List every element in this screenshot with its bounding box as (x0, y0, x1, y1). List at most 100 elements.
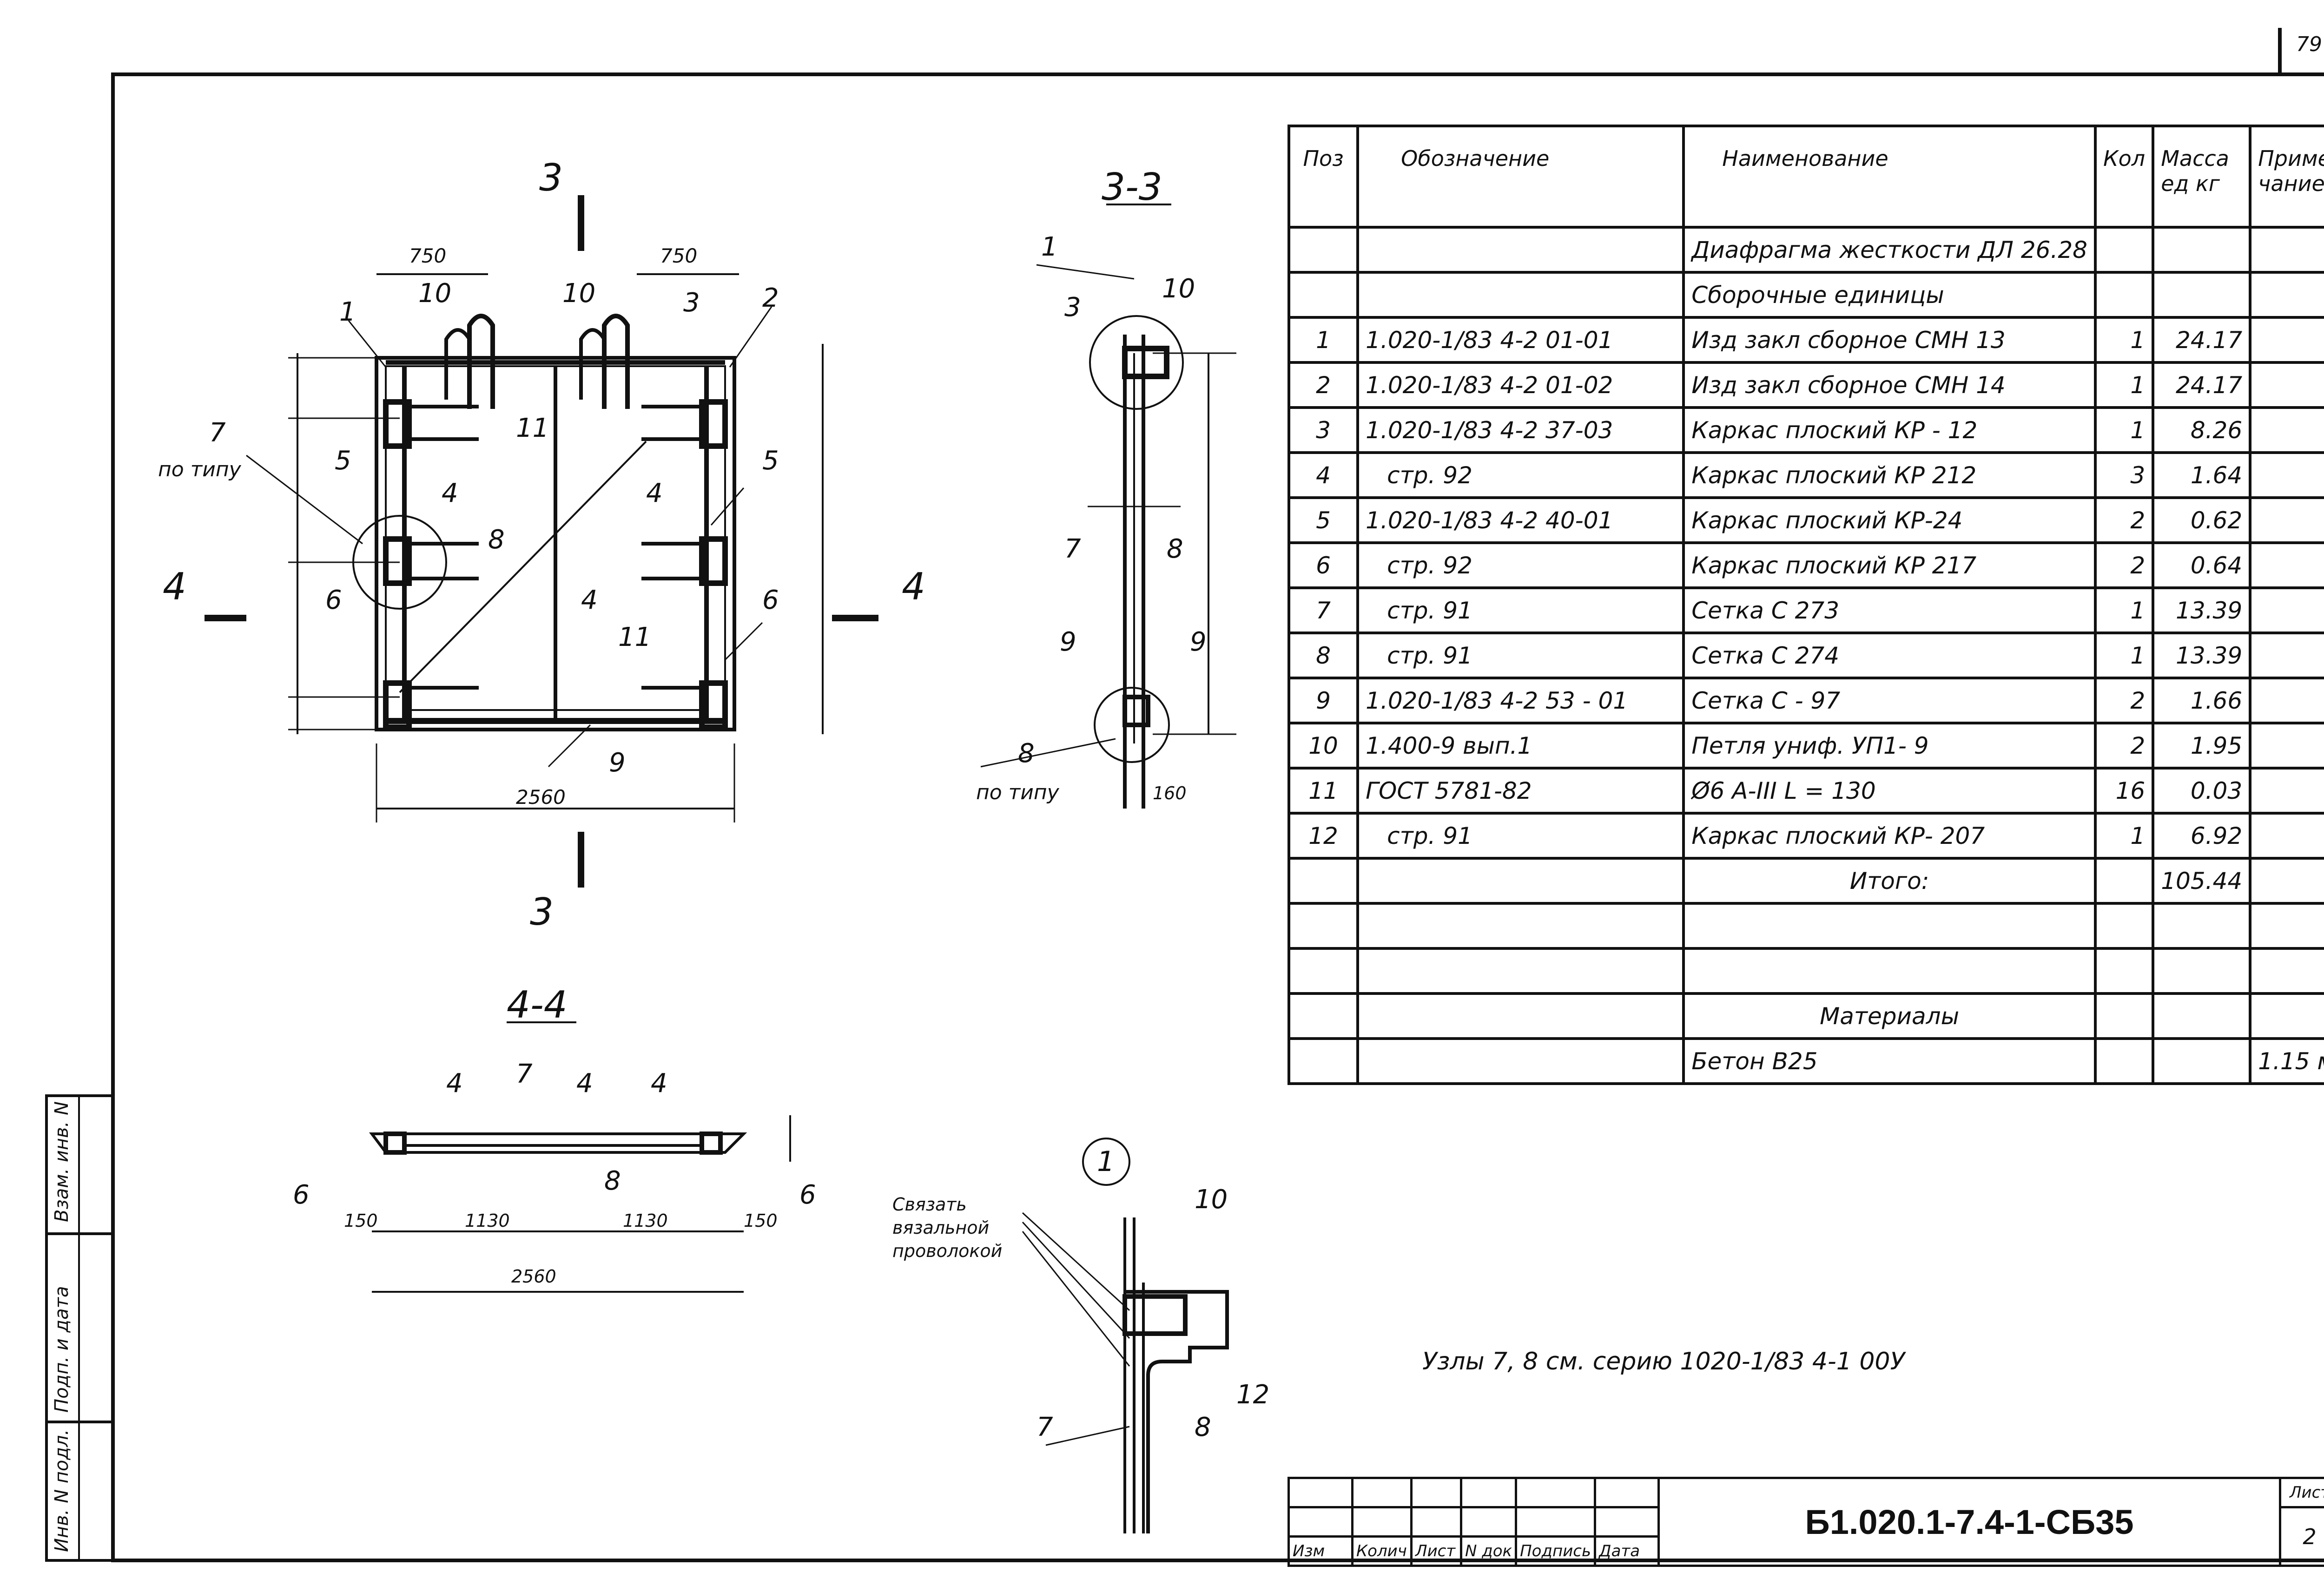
spec-cell-qty (2093, 902, 2155, 950)
side-stamp-inv: Инв. N подл. (51, 1429, 73, 1552)
spec-cell-note (2249, 496, 2324, 544)
section-mark-left: 4 (163, 565, 186, 608)
spec-cell-designation: стр. 92 (1356, 451, 1685, 499)
spec-cell-pos: 11 (1287, 767, 1360, 815)
spec-cell-note (2249, 722, 2324, 770)
spec-cell-mass: 13.39 (2152, 632, 2252, 679)
s44-dim-1130b: 1130 (623, 1210, 668, 1231)
spec-cell-qty: 1 (2093, 316, 2155, 364)
label-pos-8: 8 (488, 525, 505, 555)
label-pos-11b: 11 (618, 622, 651, 652)
s44-dim-2560: 2560 (511, 1266, 556, 1287)
spec-cell-note (2249, 541, 2324, 589)
spec-cell-note (2249, 992, 2324, 1040)
spec-cell-qty (2093, 1037, 2155, 1085)
spec-row: Материалы (1287, 992, 2324, 1040)
spec-cell-qty: 3 (2093, 451, 2155, 499)
spec-cell-pos (1287, 857, 1360, 905)
spec-cell-name: Итого: (1682, 857, 2097, 905)
spec-cell-name: Каркас плоский КР 212 (1682, 451, 2097, 499)
drawing-labels: 3 3 4 4 750 750 2560 1 10 10 3 2 11 7 по… (158, 156, 1269, 1442)
spec-cell-mass: 8.26 (2152, 406, 2252, 454)
spec-cell-pos (1287, 226, 1360, 274)
spec-cell-note (2249, 226, 2324, 274)
label-pos-10a: 10 (418, 278, 451, 309)
spec-cell-designation (1356, 1037, 1685, 1085)
spec-cell-qty: 2 (2093, 496, 2155, 544)
tb-head-ndok: N док (1459, 1535, 1518, 1567)
spec-cell-name (1682, 902, 2097, 950)
title-block-row-1: Б1.020.1-7.4-1-СБ35 Лист (1287, 1477, 2324, 1567)
spec-cell-note (2249, 361, 2324, 409)
label-pos-11a: 11 (516, 413, 549, 443)
spec-cell-qty: 1 (2093, 586, 2155, 634)
front-view (205, 195, 878, 888)
sheet-label: Лист (2279, 1477, 2324, 1508)
s44-label-4c: 4 (651, 1068, 667, 1099)
spec-cell-designation (1356, 271, 1685, 319)
page-number: 79 (2296, 33, 2322, 56)
label-pos-6b: 6 (762, 585, 779, 615)
spec-cell-note (2249, 586, 2324, 634)
spec-cell-name (1682, 947, 2097, 995)
tb-head-kol: Колич (1351, 1535, 1413, 1567)
spec-cell-mass (2152, 947, 2252, 995)
spec-cell-name: Изд закл сборное СМН 13 (1682, 316, 2097, 364)
label-po-tipu: по типу (158, 458, 242, 481)
spec-cell-pos (1287, 1037, 1360, 1085)
spec-cell-mass: 1.64 (2152, 451, 2252, 499)
spec-cell-designation: 1.020-1/83 4-2 01-01 (1356, 316, 1685, 364)
spec-cell-pos (1287, 271, 1360, 319)
spec-cell-name: Бетон В25 (1682, 1037, 2097, 1085)
spec-cell-mass: 0.03 (2152, 767, 2252, 815)
spec-cell-note (2249, 857, 2324, 905)
spec-cell-pos: 7 (1287, 586, 1360, 634)
label-pos-4b: 4 (646, 478, 663, 508)
s33-label-10: 10 (1162, 274, 1195, 304)
spec-cell-pos: 2 (1287, 361, 1360, 409)
section-4-4-view (369, 1021, 791, 1293)
drawing-number: Б1.020.1-7.4-1-СБ35 (1657, 1477, 2282, 1567)
tb-head-izm: Изм (1287, 1535, 1353, 1567)
section-mark-right: 4 (902, 565, 925, 608)
node-1-text-2: вязальной (892, 1217, 989, 1238)
spec-cell-note (2249, 316, 2324, 364)
spec-cell-designation (1356, 992, 1685, 1040)
spec-cell-pos (1287, 992, 1360, 1040)
spec-cell-note: 1.15 м³ (2249, 1037, 2324, 1085)
s44-label-4a: 4 (446, 1068, 463, 1099)
header-mass: Масса ед кг (2152, 125, 2252, 229)
header-pos: Поз (1287, 125, 1360, 229)
spec-cell-designation: ГОСТ 5781-82 (1356, 767, 1685, 815)
label-pos-3: 3 (683, 288, 700, 318)
s33-label-8b: 8 (1018, 738, 1035, 769)
spec-row: Диафрагма жесткости ДЛ 26.28 (1287, 226, 2324, 274)
dim-bottom: 2560 (516, 786, 566, 809)
spec-cell-note (2249, 451, 2324, 499)
spec-cell-note (2249, 271, 2324, 319)
spec-cell-mass: 13.39 (2152, 586, 2252, 634)
spec-cell-name: Сетка С 274 (1682, 632, 2097, 679)
dim-top-right: 750 (660, 244, 697, 267)
spec-row (1287, 902, 2324, 950)
spec-cell-mass (2152, 271, 2252, 319)
spec-cell-mass (2152, 1037, 2252, 1085)
spec-cell-qty (2093, 857, 2155, 905)
spec-cell-note (2249, 902, 2324, 950)
spec-cell-designation: 1.020-1/83 4-2 01-02 (1356, 361, 1685, 409)
spec-cell-pos: 9 (1287, 677, 1360, 724)
spec-cell-name: Петля униф. УП1- 9 (1682, 722, 2097, 770)
sheet-number: 2 (2279, 1506, 2324, 1567)
spec-cell-designation: стр. 91 (1356, 586, 1685, 634)
label-pos-10b: 10 (562, 278, 595, 309)
spec-cell-pos: 5 (1287, 496, 1360, 544)
s44-label-6b: 6 (799, 1180, 816, 1210)
spec-cell-qty (2093, 226, 2155, 274)
